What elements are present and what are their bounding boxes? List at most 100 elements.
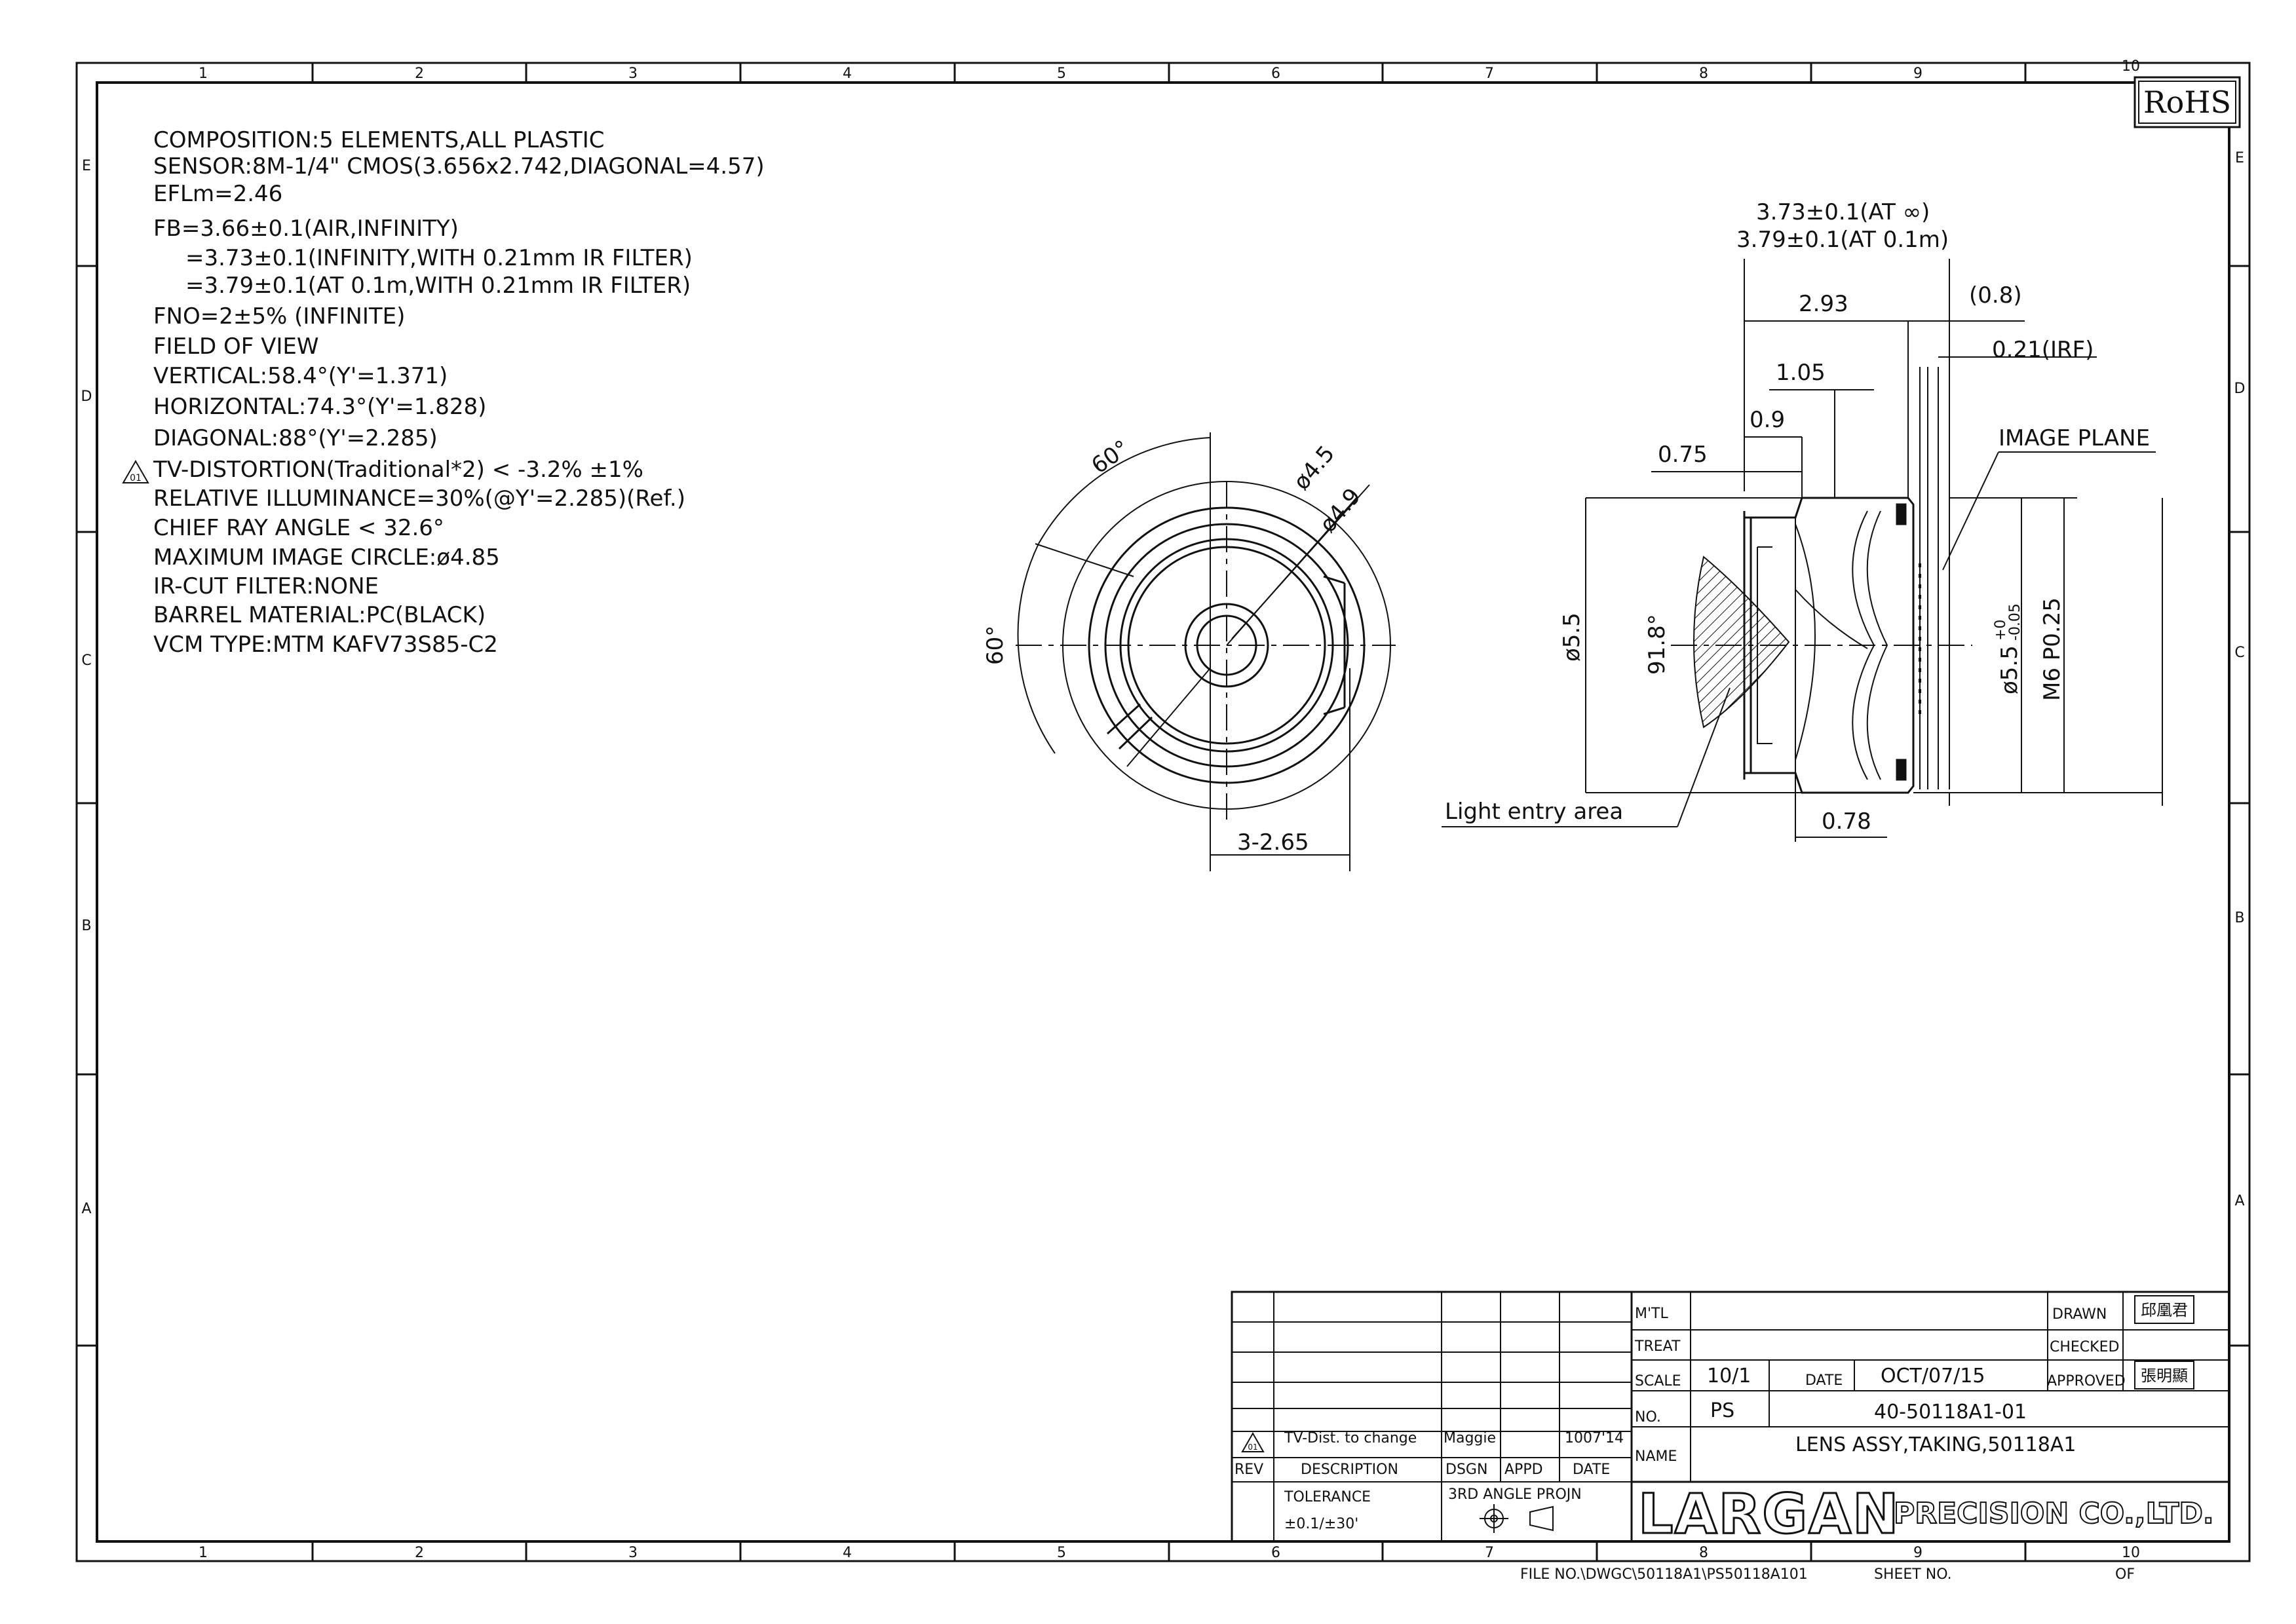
svg-text:01: 01 xyxy=(1248,1443,1257,1452)
zone-col-bottom: 4 xyxy=(843,1545,852,1561)
tb-rev-header-dsgn: DSGN xyxy=(1445,1462,1487,1478)
zone-col-bottom: 6 xyxy=(1271,1545,1280,1561)
zone-col-top: 5 xyxy=(1057,66,1066,82)
title-block-text: M'TL TREAT SCALE 10/1 DATE OCT/07/15 NO.… xyxy=(1234,1295,2215,1547)
rev-triangle-icon: 01 xyxy=(1241,1431,1265,1452)
company-logo: LARGAN xyxy=(1637,1481,1900,1547)
tb-part-number: 40-50118A1-01 xyxy=(1874,1401,2027,1424)
svg-text:張明顯: 張明顯 xyxy=(2141,1367,2188,1385)
spec-line: CHIEF RAY ANGLE < 32.6° xyxy=(153,515,444,541)
spec-line: FIELD OF VIEW xyxy=(153,333,319,360)
zone-row-right: B xyxy=(2234,910,2244,926)
dim-09-label: 0.9 xyxy=(1750,407,1785,433)
spec-line: RELATIVE ILLUMINANCE=30%(@Y'=2.285)(Ref.… xyxy=(153,485,685,512)
dim-irf-label: 0.21(IRF) xyxy=(1992,337,2094,363)
tb-name-label: NAME xyxy=(1635,1448,1677,1465)
drawn-signature-stamp: 邱凰君 xyxy=(2134,1295,2194,1324)
tb-name-value: LENS ASSY,TAKING,50118A1 xyxy=(1795,1433,2076,1456)
spec-line: FB=3.66±0.1(AIR,INFINITY) xyxy=(153,216,459,242)
zone-col-top: 6 xyxy=(1271,66,1280,82)
front-view xyxy=(1016,432,1396,871)
zone-row-right: E xyxy=(2235,150,2244,166)
spec-line: =3.73±0.1(INFINITY,WITH 0.21mm IR FILTER… xyxy=(185,245,693,271)
dim-075-label: 0.75 xyxy=(1658,442,1708,468)
dia-55-tol-label: ø5.5 xyxy=(1997,645,2023,694)
zone-row-left: E xyxy=(82,158,91,174)
tb-projection: 3RD ANGLE PROJN xyxy=(1448,1486,1582,1503)
tb-rev-header-desc: DESCRIPTION xyxy=(1301,1462,1398,1478)
zone-col-top: 1 xyxy=(199,66,208,82)
svg-text:LARGAN: LARGAN xyxy=(1638,1482,1900,1546)
tb-tolerance-label: TOLERANCE xyxy=(1284,1489,1371,1505)
zone-col-bottom: 2 xyxy=(415,1545,424,1561)
zone-col-bottom: 1 xyxy=(199,1545,208,1561)
file-number: FILE NO.\DWGC\50118A1\PS50118A101 xyxy=(1520,1566,1808,1583)
zone-row-left: A xyxy=(81,1201,91,1217)
sheet-number: SHEET NO. xyxy=(1874,1566,1952,1583)
approved-signature-stamp: 張明顯 xyxy=(2134,1361,2194,1389)
tb-no-prefix: PS xyxy=(1710,1399,1734,1422)
tb-approved-label: APPROVED xyxy=(2047,1373,2126,1389)
zone-col-bottom: 9 xyxy=(1913,1545,1923,1561)
zone-row-left: C xyxy=(81,652,91,669)
zone-ticks xyxy=(77,63,2249,1561)
tb-scale-label: SCALE xyxy=(1635,1373,1681,1389)
tb-date-value: OCT/07/15 xyxy=(1881,1365,1985,1388)
company-name: PRECISION CO.,LTD. xyxy=(1894,1497,2214,1530)
spec-line: EFLm=2.46 xyxy=(153,181,282,207)
zone-row-right: D xyxy=(2234,381,2246,397)
angle-918-label: 91.8° xyxy=(1644,614,1670,675)
rohs-badge: RoHS xyxy=(2133,76,2241,128)
zone-col-top: 3 xyxy=(628,66,638,82)
fb-infinity-label: 3.73±0.1(AT ∞) xyxy=(1756,199,1930,225)
tb-rev-header-rev: REV xyxy=(1234,1462,1263,1478)
dia-55-label: ø5.5 xyxy=(1559,613,1585,662)
zone-col-bottom: 5 xyxy=(1057,1545,1066,1561)
zone-col-top: 10 xyxy=(2122,58,2140,75)
tol-minus-label: -0.05 xyxy=(2007,603,2023,641)
spec-notes: COMPOSITION:5 ELEMENTS,ALL PLASTIC SENSO… xyxy=(153,127,765,658)
spec-line: COMPOSITION:5 ELEMENTS,ALL PLASTIC xyxy=(153,127,604,153)
tb-checked-label: CHECKED xyxy=(2050,1339,2119,1355)
zone-row-right: C xyxy=(2234,645,2244,661)
thread-label: M6 P0.25 xyxy=(2039,597,2065,701)
revision-triangle-icon: 01 xyxy=(122,459,149,483)
tb-drawn-label: DRAWN xyxy=(2052,1306,2107,1323)
tb-no-label: NO. xyxy=(1635,1409,1661,1426)
tb-date-label: DATE xyxy=(1805,1372,1843,1389)
zone-row-right: A xyxy=(2234,1193,2244,1209)
sheet-of: OF xyxy=(2115,1566,2135,1583)
side-view-labels: 3.73±0.1(AT ∞) 3.79±0.1(AT 0.1m) 2.93 (0… xyxy=(1445,199,2150,835)
spec-line: VERTICAL:58.4°(Y'=1.371) xyxy=(153,363,448,389)
dim-078-label: 0.78 xyxy=(1822,808,1871,835)
zone-col-bottom: 7 xyxy=(1485,1545,1494,1561)
tol-plus-label: +0 xyxy=(1993,620,2009,641)
dia-outer-label: ø4.9 xyxy=(1314,483,1366,538)
dia-inner-label: ø4.5 xyxy=(1288,441,1340,495)
dim-293-label: 2.93 xyxy=(1799,291,1848,317)
zone-row-left: B xyxy=(81,918,91,934)
fb-near-label: 3.79±0.1(AT 0.1m) xyxy=(1736,227,1949,253)
tb-rev-date: 1007'14 xyxy=(1565,1430,1624,1446)
tb-scale-value: 10/1 xyxy=(1707,1365,1751,1388)
zone-col-top: 8 xyxy=(1699,66,1708,82)
tb-treat-label: TREAT xyxy=(1634,1338,1681,1355)
tb-rev-dsgn: Maggie xyxy=(1444,1430,1496,1446)
spec-line: DIAGONAL:88°(Y'=2.285) xyxy=(153,425,438,451)
svg-text:邱凰君: 邱凰君 xyxy=(2141,1301,2188,1319)
spec-line: VCM TYPE:MTM KAFV73S85-C2 xyxy=(153,632,498,658)
tb-tolerance-value: ±0.1/±30' xyxy=(1284,1516,1358,1532)
footer: FILE NO.\DWGC\50118A1\PS50118A101 SHEET … xyxy=(1520,1566,2135,1583)
spec-line: MAXIMUM IMAGE CIRCLE:ø4.85 xyxy=(153,544,500,571)
spec-line: SENSOR:8M-1/4" CMOS(3.656x2.742,DIAGONAL… xyxy=(153,153,765,179)
rohs-label: RoHS xyxy=(2143,85,2231,120)
zone-col-top: 7 xyxy=(1485,66,1494,82)
angle-left-label: 60° xyxy=(982,626,1008,665)
spec-line: FNO=2±5% (INFINITE) xyxy=(153,303,405,330)
spec-line: TV-DISTORTION(Traditional*2) < -3.2% ±1% xyxy=(153,457,643,483)
title-block xyxy=(1231,1291,2230,1543)
zone-col-top: 2 xyxy=(415,66,424,82)
svg-text:01: 01 xyxy=(130,473,142,483)
zone-row-left: D xyxy=(81,388,92,405)
